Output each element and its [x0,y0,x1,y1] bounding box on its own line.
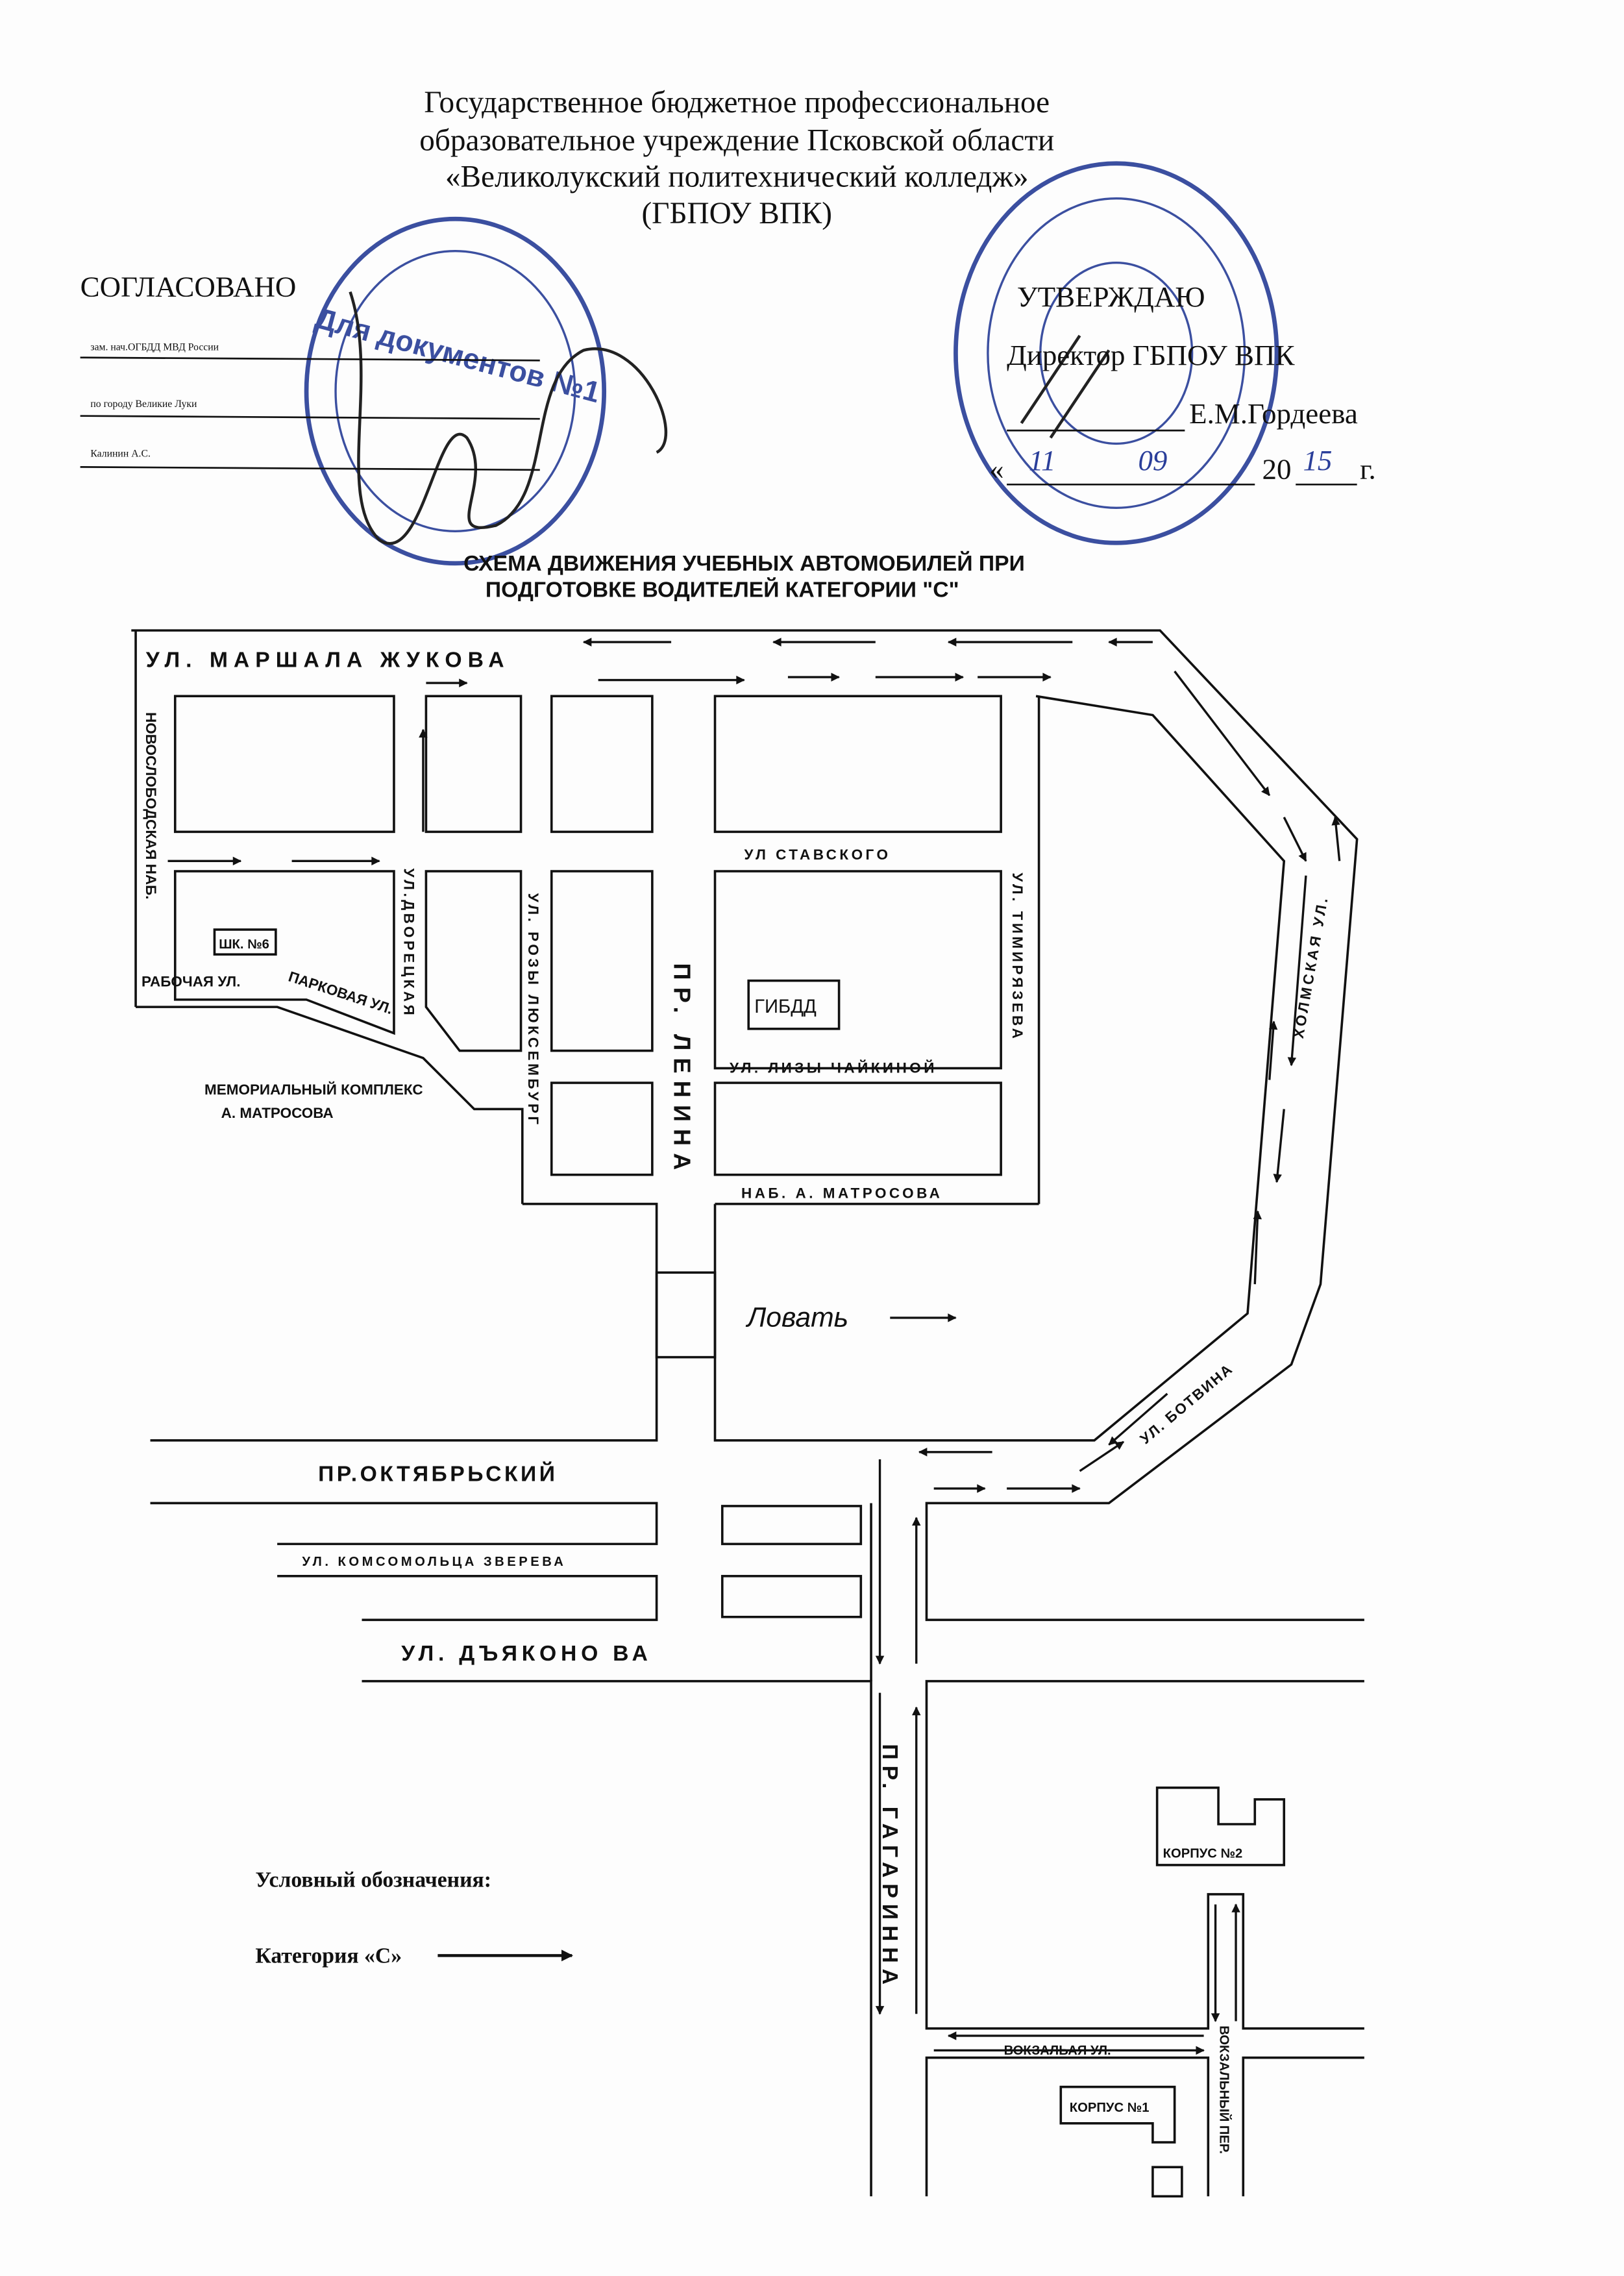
date-month: 09 [1138,444,1167,476]
label-rabochaya: РАБОЧАЯ УЛ. [141,974,240,990]
school-building [213,928,277,956]
date-day: 11 [1029,444,1056,476]
institution-header: Государственное бюджетное профессиональн… [419,86,1054,230]
agreed-title: СОГЛАСОВАНО [80,270,297,303]
date-year-end: г. [1360,452,1376,485]
gibdd-stamp: Для документов №1 [304,216,668,566]
date-quote: « [989,452,1003,485]
label-vokzalny-per: ВОКЗАЛЬНЫЙ ПЕР. [1216,2025,1232,2154]
header-line-4: (ГБПОУ ВПК) [641,197,832,230]
label-rozy: УЛ. РОЗЫ ЛЮКСЕМБУРГ [525,893,541,1128]
legend-item-category-c: Категория «С» [255,1944,402,1968]
header-line-1: Государственное бюджетное профессиональн… [424,86,1050,119]
approved-name: Е.М.Гордеева [1189,397,1358,430]
label-vokzalnaya: ВОКЗАЛЬАЯ УЛ. [1004,2044,1111,2058]
label-oktyabrsky: ПР.ОКТЯБРЬСКИЙ [318,1461,558,1487]
gibdd-building [747,979,841,1030]
street-labels: УЛ. МАРШАЛА ЖУКОВА НОВОСЛОБОДСКАЯ НАБ. У… [141,647,1331,2154]
date-year: 15 [1303,444,1332,476]
label-dyakonova: УЛ. ДЪЯКОНО ВА [401,1641,652,1666]
label-school: ШК. №6 [219,937,269,952]
label-stavskogo: УЛ СТАВСКОГО [744,847,891,863]
agreed-city: по городу Великие Луки [90,399,197,410]
label-river: Ловать [745,1302,848,1333]
approved-title: УТВЕРЖДАЮ [1017,280,1205,313]
label-zhukova: УЛ. МАРШАЛА ЖУКОВА [146,647,510,672]
approved-position: Директор ГБПОУ ВПК [1007,339,1295,371]
korpus-1-building [1059,2085,1176,2144]
agreed-position: зам. нач.ОГБДД МВД России [90,342,219,353]
agreed-block: СОГЛАСОВАНО зам. нач.ОГБДД МВД России по… [80,270,540,471]
agreed-name: Калинин А.С. [90,449,151,460]
label-gibdd: ГИБДД [754,996,817,1017]
label-dvoretskaya: УЛ.ДВОРЕЦКАЯ [401,869,417,1019]
label-memorial-2: А. МАТРОСОВА [221,1105,334,1121]
bridge [655,1271,717,1359]
label-gagarina: ПР. ГАГАРИННА [878,1744,902,1990]
label-matrosova: НАБ. А. МАТРОСОВА [741,1185,942,1202]
label-novoslobodskaya: НОВОСЛОБОДСКАЯ НАБ. [143,712,159,900]
label-chaikinoy: УЛ. ЛИЗЫ ЧАЙКИНОЙ [730,1059,937,1076]
label-korpus-2: КОРПУС №2 [1163,1847,1243,1861]
legend: Условный обозначения: Категория «С» [255,1868,574,1968]
label-botvina: УЛ. БОТВИНА [1137,1361,1236,1448]
route-arrows [167,637,1341,2055]
label-kholmskaya: ХОЛМСКАЯ УЛ. [1290,894,1331,1039]
map-title-line-1: СХЕМА ДВИЖЕНИЯ УЧЕБНЫХ АВТОМОБИЛЕЙ ПРИ [463,550,1025,576]
signature-director [1020,334,1111,439]
label-zvereva: УЛ. КОМСОМОЛЬЦА ЗВЕРЕВА [302,1555,566,1569]
header-line-2: образовательное учреждение Псковской обл… [419,124,1054,158]
label-parkovaya: ПАРКОВАЯ УЛ. [286,969,395,1018]
date-year-prefix: 20 [1262,452,1292,485]
approved-block: УТВЕРЖДАЮ Директор ГБПОУ ВПК Е.М.Гордеев… [989,280,1376,486]
korpus-2-building [1155,1787,1286,1866]
college-stamp [953,161,1279,545]
signature [349,291,668,545]
legend-title: Условный обозначения: [255,1868,491,1892]
label-lenina: ПР. ЛЕНИНА [669,963,696,1178]
street-map [131,629,1364,2198]
map-title-line-2: ПОДГОТОВКЕ ВОДИТЕЛЕЙ КАТЕГОРИИ "С" [486,576,959,602]
header-line-3: «Великолукский политехнический колледж» [445,160,1029,194]
label-memorial-1: МЕМОРИАЛЬНЫЙ КОМПЛЕКС [204,1082,423,1098]
map-title: СХЕМА ДВИЖЕНИЯ УЧЕБНЫХ АВТОМОБИЛЕЙ ПРИ П… [463,550,1025,602]
label-korpus-1: КОРПУС №1 [1070,2101,1150,2115]
label-timiryazeva: УЛ. ТИМИРЯЗЕВА [1009,872,1026,1041]
